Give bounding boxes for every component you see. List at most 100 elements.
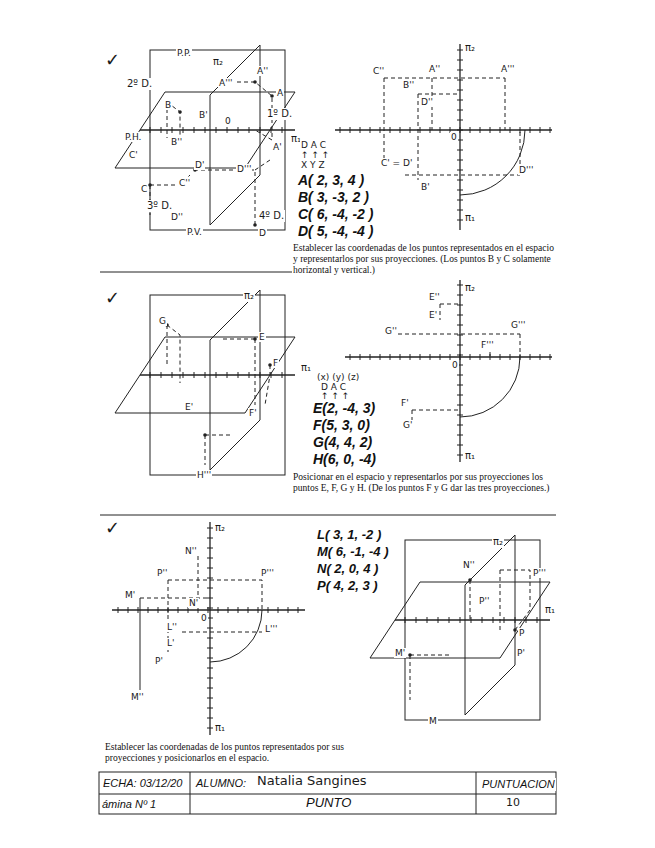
instruction-text: Posicionar en el espacio y representarlo… — [292, 472, 556, 494]
coordinate-label: C( 6, -4, -2 ) — [297, 206, 374, 222]
point-label: H''' — [196, 470, 212, 480]
axis-ticks — [150, 372, 282, 378]
axis-ticks — [150, 127, 282, 133]
point-label: A''' — [218, 78, 234, 88]
point-label: π₂ — [492, 536, 504, 548]
point-label: C — [140, 184, 148, 194]
point-label: ✓ — [104, 50, 121, 71]
point-label: D''' — [236, 164, 252, 174]
instruction-text: Establecer las coordenadas de los puntos… — [292, 243, 556, 276]
point-label: π₂ — [243, 290, 255, 302]
point-label: D A C — [300, 140, 327, 150]
point-label: X Y Z — [300, 160, 326, 170]
title-block-col — [476, 772, 477, 814]
point-label: B' — [420, 182, 431, 192]
point-label: B — [164, 100, 172, 110]
point-label: π₂ — [214, 522, 226, 534]
axis-ticks — [350, 354, 550, 360]
space-planes — [115, 45, 295, 230]
point-label: π₁ — [464, 212, 476, 224]
point-label: C' — [128, 150, 139, 160]
point-label: PUNTO — [305, 796, 352, 811]
point-label: E'' — [428, 292, 441, 302]
point-label: P.H. — [124, 132, 142, 142]
point-label: L' — [166, 638, 176, 648]
title-block-row — [99, 794, 556, 795]
point-label: ✓ — [104, 288, 121, 309]
point-label: P.V. — [186, 227, 203, 237]
point-label: π₂ — [464, 282, 476, 294]
point-label: 4º D. — [258, 210, 285, 222]
point-label: F — [272, 358, 279, 368]
point-label: 2º D. — [126, 78, 153, 90]
point-label: π₁ — [300, 362, 312, 374]
point-label: L'' — [166, 622, 178, 632]
point-label: C' = D' — [380, 158, 413, 168]
point-label: ECHA: 03/12/20 — [102, 777, 184, 790]
point-label: 0 — [451, 360, 459, 370]
point-label: 1º D. — [266, 108, 293, 120]
coordinate-label: P( 4, 2, 3 ) — [316, 579, 379, 594]
point-label: G''' — [510, 320, 526, 330]
point-label: P.P. — [176, 48, 192, 58]
point-label: A''' — [500, 64, 516, 74]
point-label: M' — [394, 648, 406, 658]
point-label: 3º D. — [146, 200, 173, 212]
point-label: N'' — [184, 546, 198, 556]
point-label: 0 — [450, 132, 458, 142]
point-label: P'' — [156, 568, 168, 578]
point-label: ↑ ↑ ↑ — [300, 150, 330, 160]
coordinate-label: G(4, 4, 2) — [312, 434, 373, 450]
point-label: M'' — [130, 692, 145, 702]
point-label: PUNTUACION — [481, 778, 556, 791]
point-label: A'' — [256, 66, 269, 76]
title-block — [99, 772, 556, 814]
axis-ticks — [457, 50, 463, 220]
coordinate-label: B( 3, -3, 2 ) — [297, 189, 370, 205]
point-label: E' — [428, 310, 438, 320]
point-label: D''' — [518, 165, 534, 175]
coordinate-label: F(5, 3, 0) — [312, 417, 371, 433]
point-label: F' — [400, 398, 410, 408]
coordinate-label: N( 2, 0, 4 ) — [316, 562, 379, 577]
point-label: (x) (y) (z) — [316, 372, 360, 382]
projection-axes — [112, 522, 305, 735]
point-label: G'' — [384, 326, 398, 336]
coordinate-label: H(6, 0, -4) — [312, 451, 377, 467]
point-label: P''' — [532, 568, 547, 578]
space-planes — [115, 290, 295, 475]
point-label: N' — [188, 598, 199, 608]
point-label: A — [276, 88, 284, 98]
point-label: A' — [272, 142, 283, 152]
point-label: π₁ — [464, 450, 476, 462]
point-label: C'' — [372, 66, 385, 76]
point-label: F' — [248, 408, 258, 418]
point-label: M — [428, 716, 438, 726]
point-label: ámina Nº 1 — [101, 798, 157, 811]
point-label: D' — [194, 160, 205, 170]
coordinate-label: D( 5, -4, -4 ) — [297, 223, 374, 239]
point-label: π₂ — [212, 56, 224, 68]
point-label: M' — [124, 590, 136, 600]
axis-ticks — [340, 127, 550, 133]
point-label: D'' — [420, 97, 434, 107]
point-label: P' — [516, 648, 526, 658]
point-label: P'' — [478, 596, 490, 606]
panel-separator — [100, 515, 556, 516]
point-label: π₁ — [214, 722, 226, 734]
point-label: ✓ — [104, 518, 121, 539]
point-label: C'' — [178, 178, 191, 188]
title-block-col — [190, 772, 191, 814]
point-label: D — [258, 228, 267, 238]
point-label: G — [158, 316, 167, 326]
point-label: B'' — [170, 137, 183, 147]
point-label: π₂ — [464, 42, 476, 54]
axis-ticks — [405, 617, 537, 623]
space-planes — [370, 535, 550, 720]
point-label: 0 — [224, 116, 232, 126]
coordinate-label: L( 3, 1, -2 ) — [316, 528, 382, 543]
coordinate-label: E(2, -4, 3) — [312, 400, 376, 416]
axis-ticks — [207, 528, 213, 728]
coordinate-label: A( 2, 3, 4 ) — [297, 172, 365, 188]
projection-axes — [345, 280, 552, 462]
